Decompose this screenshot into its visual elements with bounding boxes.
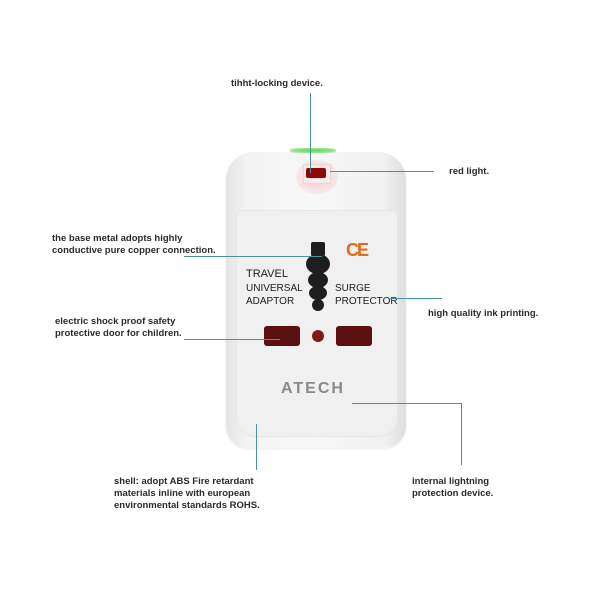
pin-slot-bulb-1 <box>306 254 330 274</box>
leader-lightning-v <box>461 403 462 465</box>
device-text-travel: TRAVEL <box>246 268 288 280</box>
left-socket <box>264 326 300 346</box>
pin-slot-bulb-3 <box>309 286 327 300</box>
ce-mark: CE <box>346 240 369 260</box>
brand-logo: ATECH <box>281 380 345 397</box>
leader-lightning-h <box>352 403 462 404</box>
right-socket <box>336 326 372 346</box>
callout-lightning-line1: internal lightning <box>412 476 490 487</box>
center-socket <box>312 330 324 342</box>
red-light-led <box>306 168 326 178</box>
pin-slot <box>311 242 325 256</box>
callout-shock-line2: protective door for children. <box>55 328 182 339</box>
leader-shock <box>184 339 280 340</box>
callout-copper-line1: the base metal adopts highly <box>52 233 183 244</box>
pin-slot-bulb-2 <box>308 272 328 288</box>
leader-locking <box>310 93 311 173</box>
leader-red-light <box>330 171 434 172</box>
callout-ink: high quality ink printing. <box>428 308 539 319</box>
callout-shell-line1: shell: adopt ABS Fire retardant <box>114 476 254 487</box>
callout-lightning-line2: protection device. <box>412 488 494 499</box>
pin-slot-bulb-4 <box>312 299 324 311</box>
device-text-adaptor: ADAPTOR <box>246 296 295 307</box>
device-text-protector: PROTECTOR <box>335 296 398 307</box>
callout-locking: tihht-locking device. <box>231 78 323 89</box>
callout-shell-line2: materials inline with european <box>114 488 251 499</box>
callout-shock-line1: electric shock proof safety <box>55 316 176 327</box>
device-text-surge: SURGE <box>335 283 371 294</box>
locking-indicator-green <box>290 148 336 153</box>
callout-copper-line2: conductive pure copper connection. <box>52 245 216 256</box>
leader-copper <box>184 256 322 257</box>
callout-shell-line3: environmental standards ROHS. <box>114 500 260 511</box>
leader-shell <box>256 424 257 470</box>
leader-ink <box>390 298 442 299</box>
device-text-universal: UNIVERSAL <box>246 283 303 294</box>
callout-red-light: red light. <box>449 166 490 177</box>
